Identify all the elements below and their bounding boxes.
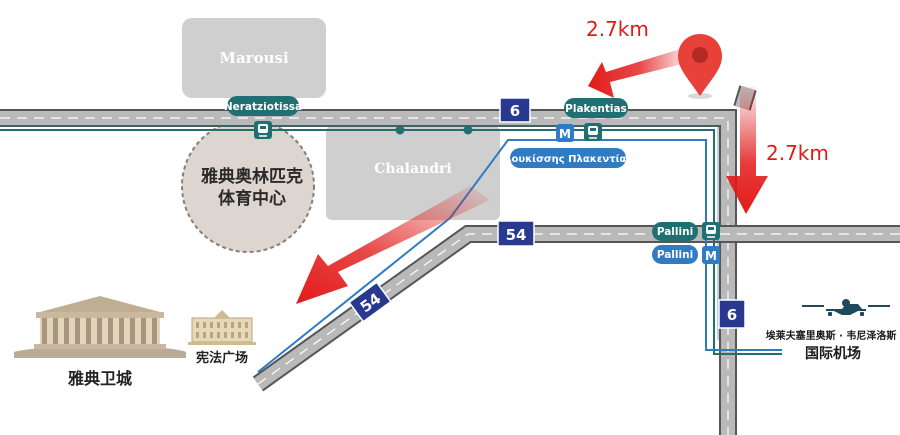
route-6-shield-vertical: 6	[718, 299, 746, 329]
direction-arrow-to-acropolis	[296, 186, 490, 304]
station-neratziotissa[interactable]: Neratziotissa	[224, 96, 302, 116]
olympic-center-name-line1: 雅典奥林匹克	[200, 166, 303, 187]
svg-text:Plakentias: Plakentias	[565, 103, 627, 115]
olympic-center-name-line2: 体育中心	[218, 188, 286, 209]
svg-text:M: M	[705, 249, 717, 263]
train-icon	[702, 222, 720, 240]
syntagma-label: 宪法广场	[196, 350, 248, 366]
acropolis-label: 雅典卫城	[67, 369, 132, 388]
svg-text:6: 6	[510, 102, 520, 120]
parliament-icon	[188, 310, 256, 345]
svg-text:Pallini: Pallini	[657, 249, 693, 261]
distance-label-1: 2.7km	[586, 17, 649, 41]
route-6-shield-top: 6	[499, 97, 531, 123]
marousi-label: Marousi	[219, 49, 289, 67]
svg-text:Neratziotissa: Neratziotissa	[224, 101, 302, 113]
rail-stop	[463, 125, 473, 135]
station-doukissis-plakentias[interactable]: Δουκίσσης Πλακεντίας	[504, 148, 633, 168]
station-pallini-rail[interactable]: Pallini	[652, 222, 698, 241]
train-icon	[584, 123, 602, 141]
airport-name-line2: 国际机场	[805, 345, 861, 362]
route-54-shield-diagonal: 54	[348, 281, 392, 323]
marousi-area	[182, 18, 326, 98]
metro-icon: M	[702, 246, 720, 264]
svg-text:Pallini: Pallini	[657, 226, 693, 238]
svg-text:54: 54	[506, 226, 527, 244]
parthenon-icon	[14, 296, 186, 358]
rail-lines	[0, 125, 782, 373]
metro-icon: M	[556, 124, 574, 142]
airplane-icon	[802, 299, 890, 316]
train-icon	[254, 121, 272, 139]
direction-arrow-to-pallini	[726, 86, 768, 214]
distance-label-2: 2.7km	[766, 141, 829, 165]
rail-stop	[395, 125, 405, 135]
svg-text:M: M	[559, 127, 571, 141]
direction-arrow-to-plakentias	[588, 46, 690, 98]
airport-name-line1: 埃莱夫塞里奥斯 · 韦尼泽洛斯	[766, 329, 897, 342]
location-pin-icon[interactable]	[678, 34, 722, 99]
svg-text:6: 6	[727, 306, 737, 324]
station-plakentias[interactable]: Plakentias	[564, 98, 628, 118]
route-54-shield: 54	[497, 220, 535, 247]
station-pallini-metro[interactable]: Pallini	[652, 245, 698, 264]
svg-text:Δουκίσσης Πλακεντίας: Δουκίσσης Πλακεντίας	[504, 153, 633, 165]
chalandri-label: Chalandri	[374, 161, 451, 177]
